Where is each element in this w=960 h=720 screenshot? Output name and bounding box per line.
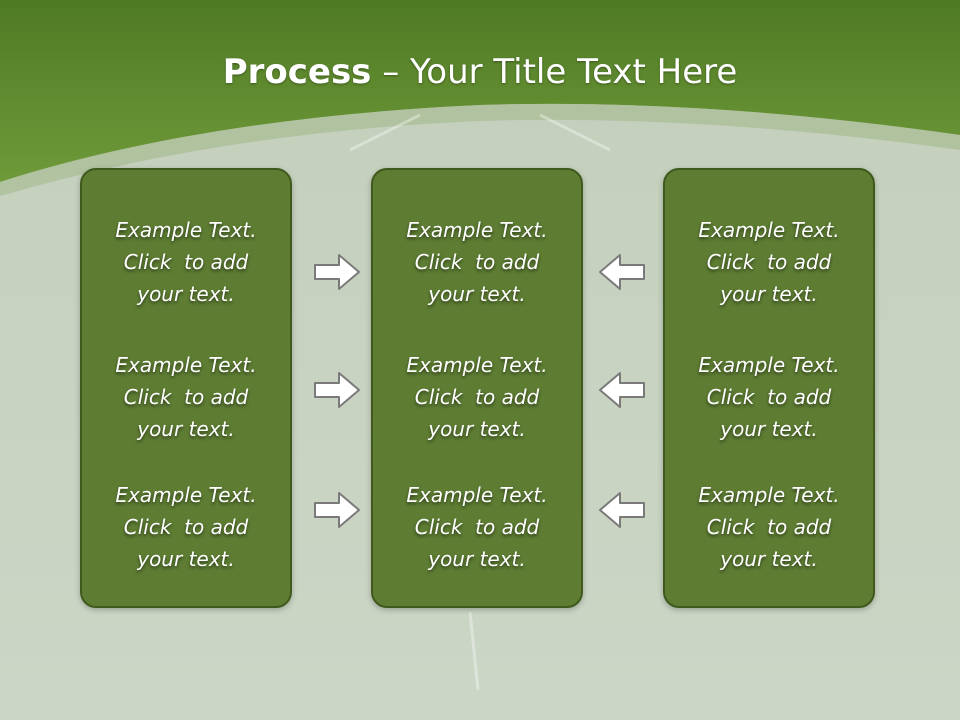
left-item-3-line3: your text. — [137, 547, 235, 571]
left-item-2-line2: Click to add — [123, 385, 249, 409]
right-item-1[interactable]: Example Text. Click to add your text. — [665, 214, 873, 310]
left-arrow-icon — [599, 254, 645, 290]
center-item-3-line2: Click to add — [414, 515, 540, 539]
center-item-1-line3: your text. — [428, 282, 526, 306]
page-title: Process – Your Title Text Here — [0, 52, 960, 92]
left-item-2-line1: Example Text. — [115, 353, 257, 377]
right-panel[interactable]: Example Text. Click to add your text. Ex… — [663, 168, 875, 608]
center-panel[interactable]: Example Text. Click to add your text. Ex… — [371, 168, 583, 608]
center-item-1[interactable]: Example Text. Click to add your text. — [373, 214, 581, 310]
left-item-1[interactable]: Example Text. Click to add your text. — [82, 214, 290, 310]
right-item-1-line2: Click to add — [706, 250, 832, 274]
center-item-1-line2: Click to add — [414, 250, 540, 274]
center-item-1-line1: Example Text. — [406, 218, 548, 242]
left-item-1-line3: your text. — [137, 282, 235, 306]
left-item-1-line1: Example Text. — [115, 218, 257, 242]
right-arrow-icon — [314, 492, 360, 528]
center-item-2-line2: Click to add — [414, 385, 540, 409]
left-item-2-line3: your text. — [137, 417, 235, 441]
right-item-3[interactable]: Example Text. Click to add your text. — [665, 479, 873, 575]
title-bold: Process — [222, 52, 372, 92]
center-item-3[interactable]: Example Text. Click to add your text. — [373, 479, 581, 575]
left-item-1-line2: Click to add — [123, 250, 249, 274]
center-item-2-line3: your text. — [428, 417, 526, 441]
right-item-3-line1: Example Text. — [698, 483, 840, 507]
left-item-2[interactable]: Example Text. Click to add your text. — [82, 349, 290, 445]
center-item-3-line1: Example Text. — [406, 483, 548, 507]
right-item-1-line3: your text. — [720, 282, 818, 306]
right-item-3-line2: Click to add — [706, 515, 832, 539]
center-item-3-line3: your text. — [428, 547, 526, 571]
left-arrow-icon — [599, 372, 645, 408]
center-item-2[interactable]: Example Text. Click to add your text. — [373, 349, 581, 445]
right-item-2-line2: Click to add — [706, 385, 832, 409]
right-item-2-line1: Example Text. — [698, 353, 840, 377]
left-panel[interactable]: Example Text. Click to add your text. Ex… — [80, 168, 292, 608]
left-arrow-icon — [599, 492, 645, 528]
title-rest: – Your Title Text Here — [371, 52, 738, 92]
right-arrow-icon — [314, 254, 360, 290]
right-item-2[interactable]: Example Text. Click to add your text. — [665, 349, 873, 445]
right-item-1-line1: Example Text. — [698, 218, 840, 242]
left-item-3-line2: Click to add — [123, 515, 249, 539]
center-item-2-line1: Example Text. — [406, 353, 548, 377]
right-item-2-line3: your text. — [720, 417, 818, 441]
right-arrow-icon — [314, 372, 360, 408]
left-item-3-line1: Example Text. — [115, 483, 257, 507]
right-item-3-line3: your text. — [720, 547, 818, 571]
left-item-3[interactable]: Example Text. Click to add your text. — [82, 479, 290, 575]
